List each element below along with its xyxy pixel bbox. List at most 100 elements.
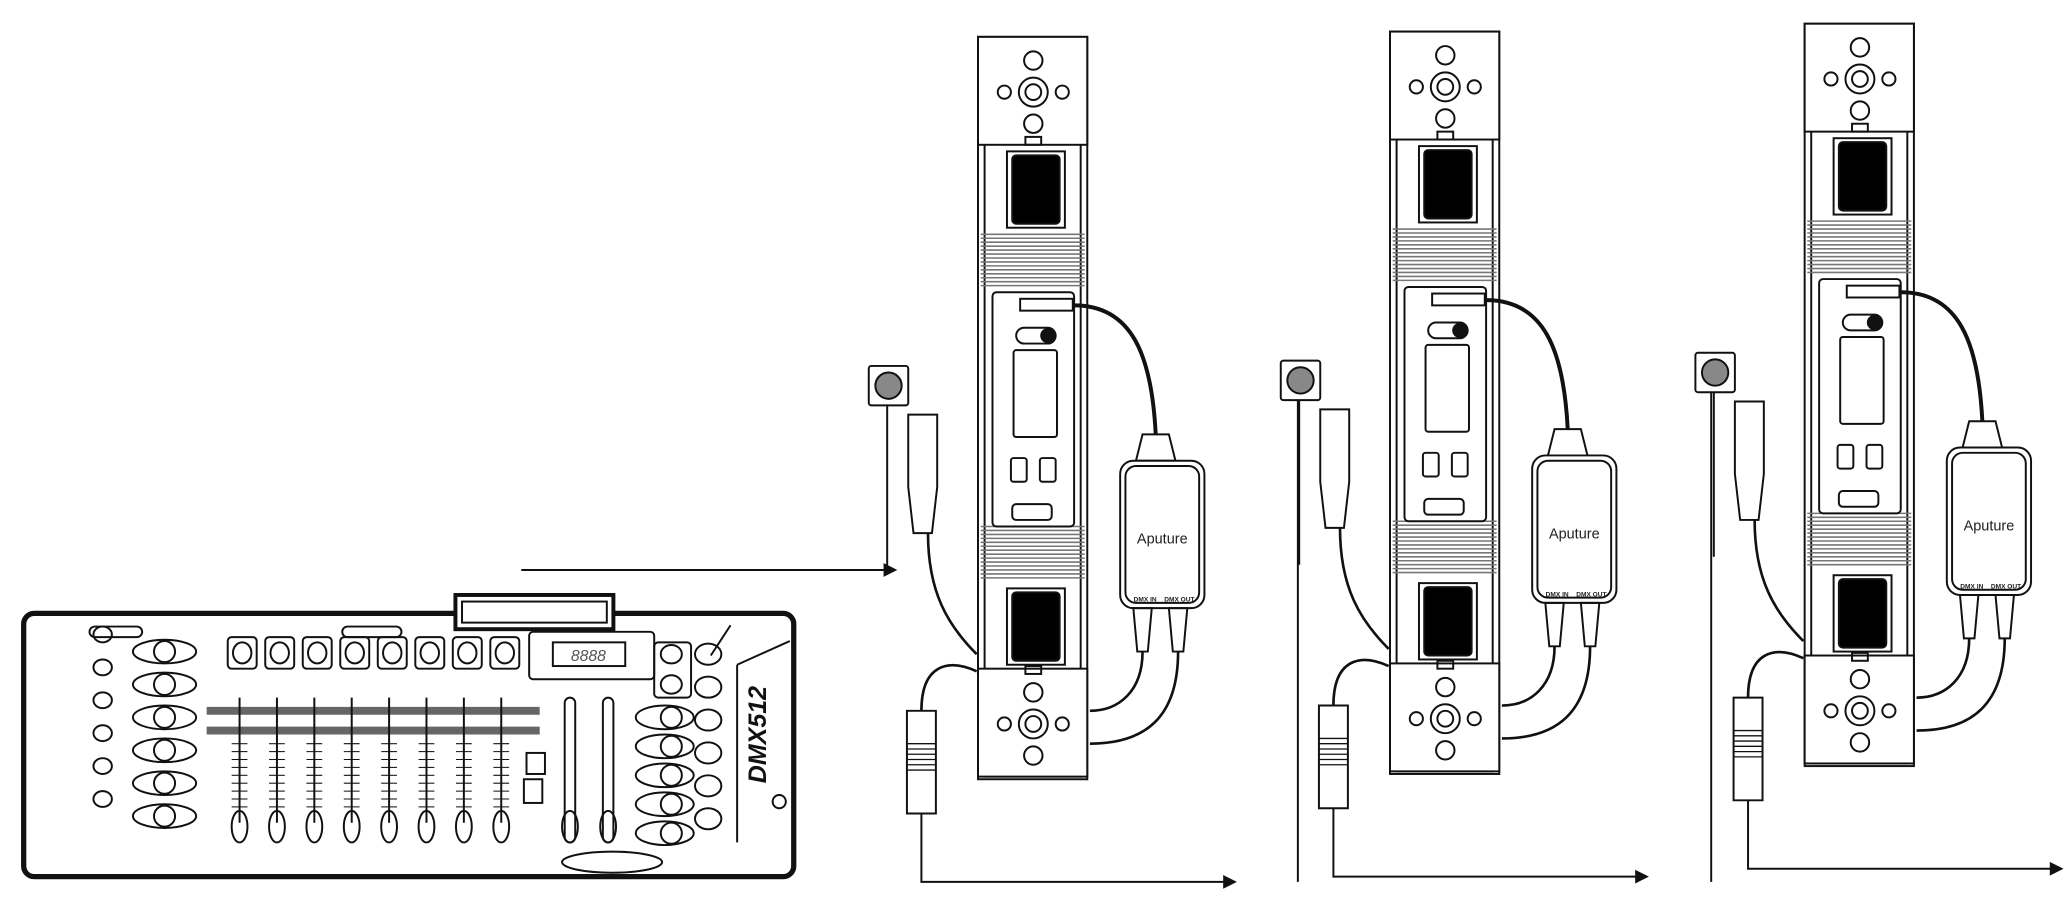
console-small-button xyxy=(92,691,113,710)
console-right-button xyxy=(694,642,723,666)
power-switch-knob xyxy=(1040,328,1056,344)
console-button xyxy=(659,643,683,665)
xlr-male-connector xyxy=(905,709,937,815)
console-top-tab-inner xyxy=(461,600,608,624)
cable-strain-relief xyxy=(1579,601,1601,648)
dmx-adapter-box xyxy=(1945,446,2033,596)
dmx-adapter-box-inner xyxy=(1124,464,1201,604)
console-function-button xyxy=(659,821,683,845)
fader-knob xyxy=(380,809,398,844)
dmx-port xyxy=(1845,284,1901,299)
dmx-adapter-cable xyxy=(1074,303,1158,435)
console-oval-button xyxy=(131,737,198,764)
xlr-female-panel xyxy=(1694,351,1736,394)
xlr-socket xyxy=(874,371,903,400)
console-oval-button xyxy=(131,704,198,731)
dmx-adapter-cable xyxy=(1486,298,1570,430)
console-knob xyxy=(522,778,544,804)
mount-spigot xyxy=(1844,695,1876,727)
control-button xyxy=(1038,457,1057,483)
xlr-female-panel xyxy=(1279,359,1322,402)
channel-button-cap xyxy=(382,641,403,665)
cable-strain-relief xyxy=(1958,593,1980,640)
console-small-button xyxy=(92,757,113,775)
console-oval-button-center xyxy=(153,705,177,729)
black-panel xyxy=(1423,586,1473,657)
console-button-block xyxy=(653,641,693,699)
power-switch-knob xyxy=(1452,322,1468,338)
dmx-out-label: DMX OUT xyxy=(1164,597,1194,604)
master-fader-track xyxy=(601,696,615,844)
control-button xyxy=(1450,451,1469,478)
channel-button-cap xyxy=(231,641,253,665)
mount-spigot xyxy=(1429,703,1461,735)
dmx512-console: 8888 DMX512 xyxy=(21,592,797,880)
power-switch-knob xyxy=(1866,314,1882,331)
console-function-button xyxy=(659,763,683,787)
console-right-button xyxy=(694,675,723,699)
dmx-in-cable xyxy=(1501,646,1556,707)
mount-hole xyxy=(1054,84,1070,100)
dmx-port xyxy=(1019,297,1074,312)
mount-spigot-inner xyxy=(1024,83,1043,102)
master-fader-track xyxy=(563,696,577,844)
mount-hole xyxy=(1435,676,1456,698)
mount-spigot xyxy=(1429,71,1461,103)
xlr-female-connector xyxy=(1733,400,1765,521)
fader-knob xyxy=(342,809,361,844)
mount-spigot xyxy=(1017,76,1049,108)
mount-hole xyxy=(1849,669,1871,690)
channel-button-cap xyxy=(494,641,516,665)
arrowhead xyxy=(2049,861,2064,876)
mount-hole xyxy=(1023,682,1044,703)
console-right-button xyxy=(694,708,723,732)
console-function-button xyxy=(659,792,683,816)
arrowhead xyxy=(883,563,898,577)
arrowhead xyxy=(1223,875,1237,889)
panel-frame xyxy=(1417,582,1478,661)
dmx-in-cable xyxy=(1916,638,1971,699)
xlr-socket xyxy=(1700,358,1730,387)
console-side-panel xyxy=(709,624,791,843)
dmx-chain-line xyxy=(920,813,1225,883)
fixture-top-cap xyxy=(1389,30,1501,141)
fader-knob xyxy=(492,809,511,844)
xlr-female-panel xyxy=(867,364,910,407)
dmx-adapter-box-inner xyxy=(1536,459,1613,599)
dmx-adapter-box-inner xyxy=(1951,451,2027,591)
mount-hole xyxy=(1466,79,1482,95)
fader-knob xyxy=(230,809,249,844)
mount-hole xyxy=(996,716,1012,732)
adapter-brand-label: Aputure xyxy=(1964,518,2015,534)
latch xyxy=(1851,122,1869,133)
dmx-out-label: DMX OUT xyxy=(1576,591,1606,598)
channel-button xyxy=(301,636,333,670)
console-function-oval xyxy=(634,762,695,789)
channel-button xyxy=(264,636,296,670)
fader-knob xyxy=(417,809,436,844)
channel-button-cap xyxy=(269,641,290,665)
xlr-output-cable xyxy=(1746,650,1804,698)
console-function-button xyxy=(659,734,683,758)
black-panel xyxy=(1423,149,1473,220)
mount-hole xyxy=(1023,113,1044,134)
dmx-adapter-box xyxy=(1119,459,1206,610)
mount-hole xyxy=(996,84,1012,100)
control-button xyxy=(1836,443,1855,470)
dmx-in-label: DMX IN xyxy=(1134,597,1157,604)
latch xyxy=(1436,130,1455,141)
panel-frame xyxy=(1832,574,1893,653)
console-top-tab xyxy=(453,592,616,632)
xlr-female-connector xyxy=(907,413,939,535)
cable-strain-relief xyxy=(1546,428,1589,457)
console-oval-button-center xyxy=(153,640,177,664)
console-label-slot xyxy=(341,625,403,639)
xlr-input-cable xyxy=(1753,519,1805,642)
display-window xyxy=(551,641,627,668)
console-right-button xyxy=(694,807,723,831)
panel-frame xyxy=(1417,145,1478,224)
console-function-oval xyxy=(634,704,695,731)
dmx-out-cable xyxy=(1916,638,2007,732)
mount-hole xyxy=(1408,711,1424,727)
